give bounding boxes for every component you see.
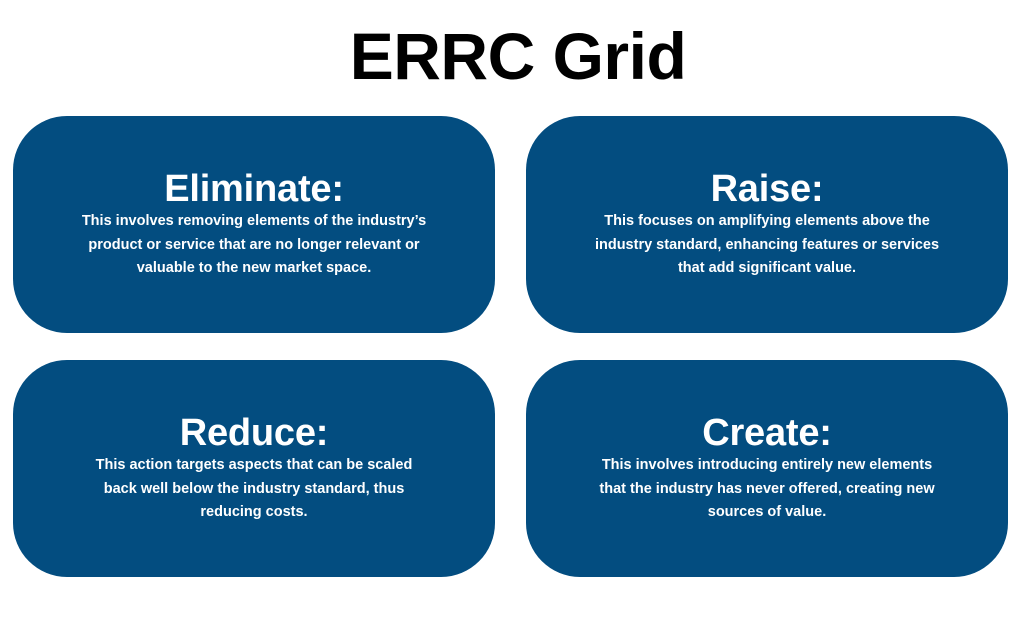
quadrant-create: Create: This involves introducing entire… <box>526 360 1008 577</box>
quadrant-description: This focuses on amplifying elements abov… <box>566 210 968 281</box>
description-line: that the industry has never offered, cre… <box>599 480 935 497</box>
page-title: ERRC Grid <box>349 19 687 93</box>
quadrant-heading: Raise: <box>710 168 824 210</box>
quadrant-description: This involves introducing entirely new e… <box>566 454 968 525</box>
quadrant-heading: Reduce: <box>179 412 329 454</box>
description-line: product or service that are no longer re… <box>88 236 420 253</box>
description-line: This focuses on amplifying elements abov… <box>604 213 930 229</box>
quadrant-description: This involves removing elements of the i… <box>53 210 455 281</box>
description-line: industry standard, enhancing features or… <box>594 236 940 253</box>
description-line: This involves removing elements of the i… <box>81 213 427 229</box>
description-line: that add significant value. <box>677 260 857 276</box>
quadrant-description: This action targets aspects that can be … <box>53 454 455 525</box>
description-line: sources of value. <box>707 504 827 520</box>
quadrant-reduce: Reduce: This action targets aspects that… <box>13 360 495 577</box>
quadrant-heading: Eliminate: <box>164 168 344 210</box>
description-line: This action targets aspects that can be … <box>95 457 413 473</box>
quadrant-eliminate: Eliminate: This involves removing elemen… <box>13 116 495 333</box>
description-line: valuable to the new market space. <box>136 260 372 276</box>
description-line: reducing costs. <box>200 504 308 520</box>
quadrant-heading: Create: <box>702 412 832 454</box>
description-line: This involves introducing entirely new e… <box>601 457 933 473</box>
description-line: back well below the industry standard, t… <box>103 480 405 497</box>
quadrant-raise: Raise: This focuses on amplifying elemen… <box>526 116 1008 333</box>
